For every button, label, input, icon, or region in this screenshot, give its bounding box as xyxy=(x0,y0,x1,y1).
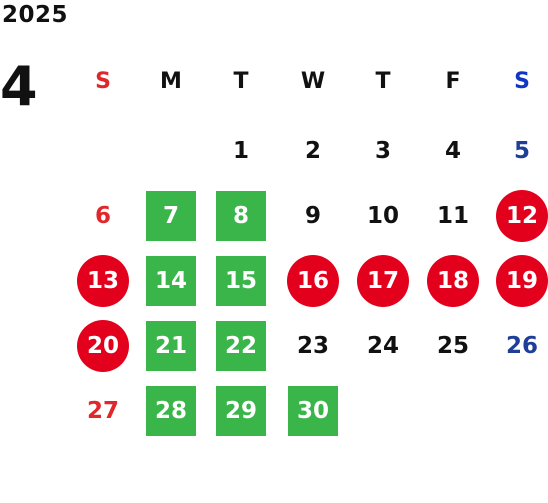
day-cell-28: 28 xyxy=(146,386,196,436)
day-cell-14: 14 xyxy=(146,256,196,306)
weekday-header-6: S xyxy=(514,68,530,94)
month-number: 4 xyxy=(0,55,38,118)
year-label: 2025 xyxy=(2,2,69,28)
day-cell-26: 26 xyxy=(505,333,538,359)
day-cell-15: 15 xyxy=(216,256,266,306)
day-cell-7: 7 xyxy=(146,191,196,241)
day-cell-18: 18 xyxy=(427,255,479,307)
weekday-header-2: T xyxy=(233,68,249,94)
day-cell-11: 11 xyxy=(436,203,469,229)
day-cell-29: 29 xyxy=(216,386,266,436)
day-cell-12: 12 xyxy=(496,190,548,242)
weekday-header-1: M xyxy=(160,68,182,94)
day-cell-20: 20 xyxy=(77,320,129,372)
day-cell-24: 24 xyxy=(366,333,399,359)
weekday-header-3: W xyxy=(300,68,326,94)
day-cell-22: 22 xyxy=(216,321,266,371)
day-cell-19: 19 xyxy=(496,255,548,307)
day-cell-2: 2 xyxy=(304,138,321,164)
day-cell-27: 27 xyxy=(86,398,119,424)
day-cell-30: 30 xyxy=(288,386,338,436)
day-cell-21: 21 xyxy=(146,321,196,371)
day-cell-17: 17 xyxy=(357,255,409,307)
day-cell-1: 1 xyxy=(232,138,249,164)
day-cell-6: 6 xyxy=(94,203,111,229)
weekday-header-4: T xyxy=(375,68,391,94)
day-cell-25: 25 xyxy=(436,333,469,359)
weekday-header-0: S xyxy=(95,68,111,94)
day-cell-3: 3 xyxy=(374,138,391,164)
day-cell-4: 4 xyxy=(444,138,461,164)
day-cell-8: 8 xyxy=(216,191,266,241)
day-cell-9: 9 xyxy=(304,203,321,229)
day-cell-5: 5 xyxy=(513,138,530,164)
day-cell-23: 23 xyxy=(296,333,329,359)
day-cell-10: 10 xyxy=(366,203,399,229)
weekday-header-5: F xyxy=(445,68,461,94)
day-cell-16: 16 xyxy=(287,255,339,307)
day-cell-13: 13 xyxy=(77,255,129,307)
